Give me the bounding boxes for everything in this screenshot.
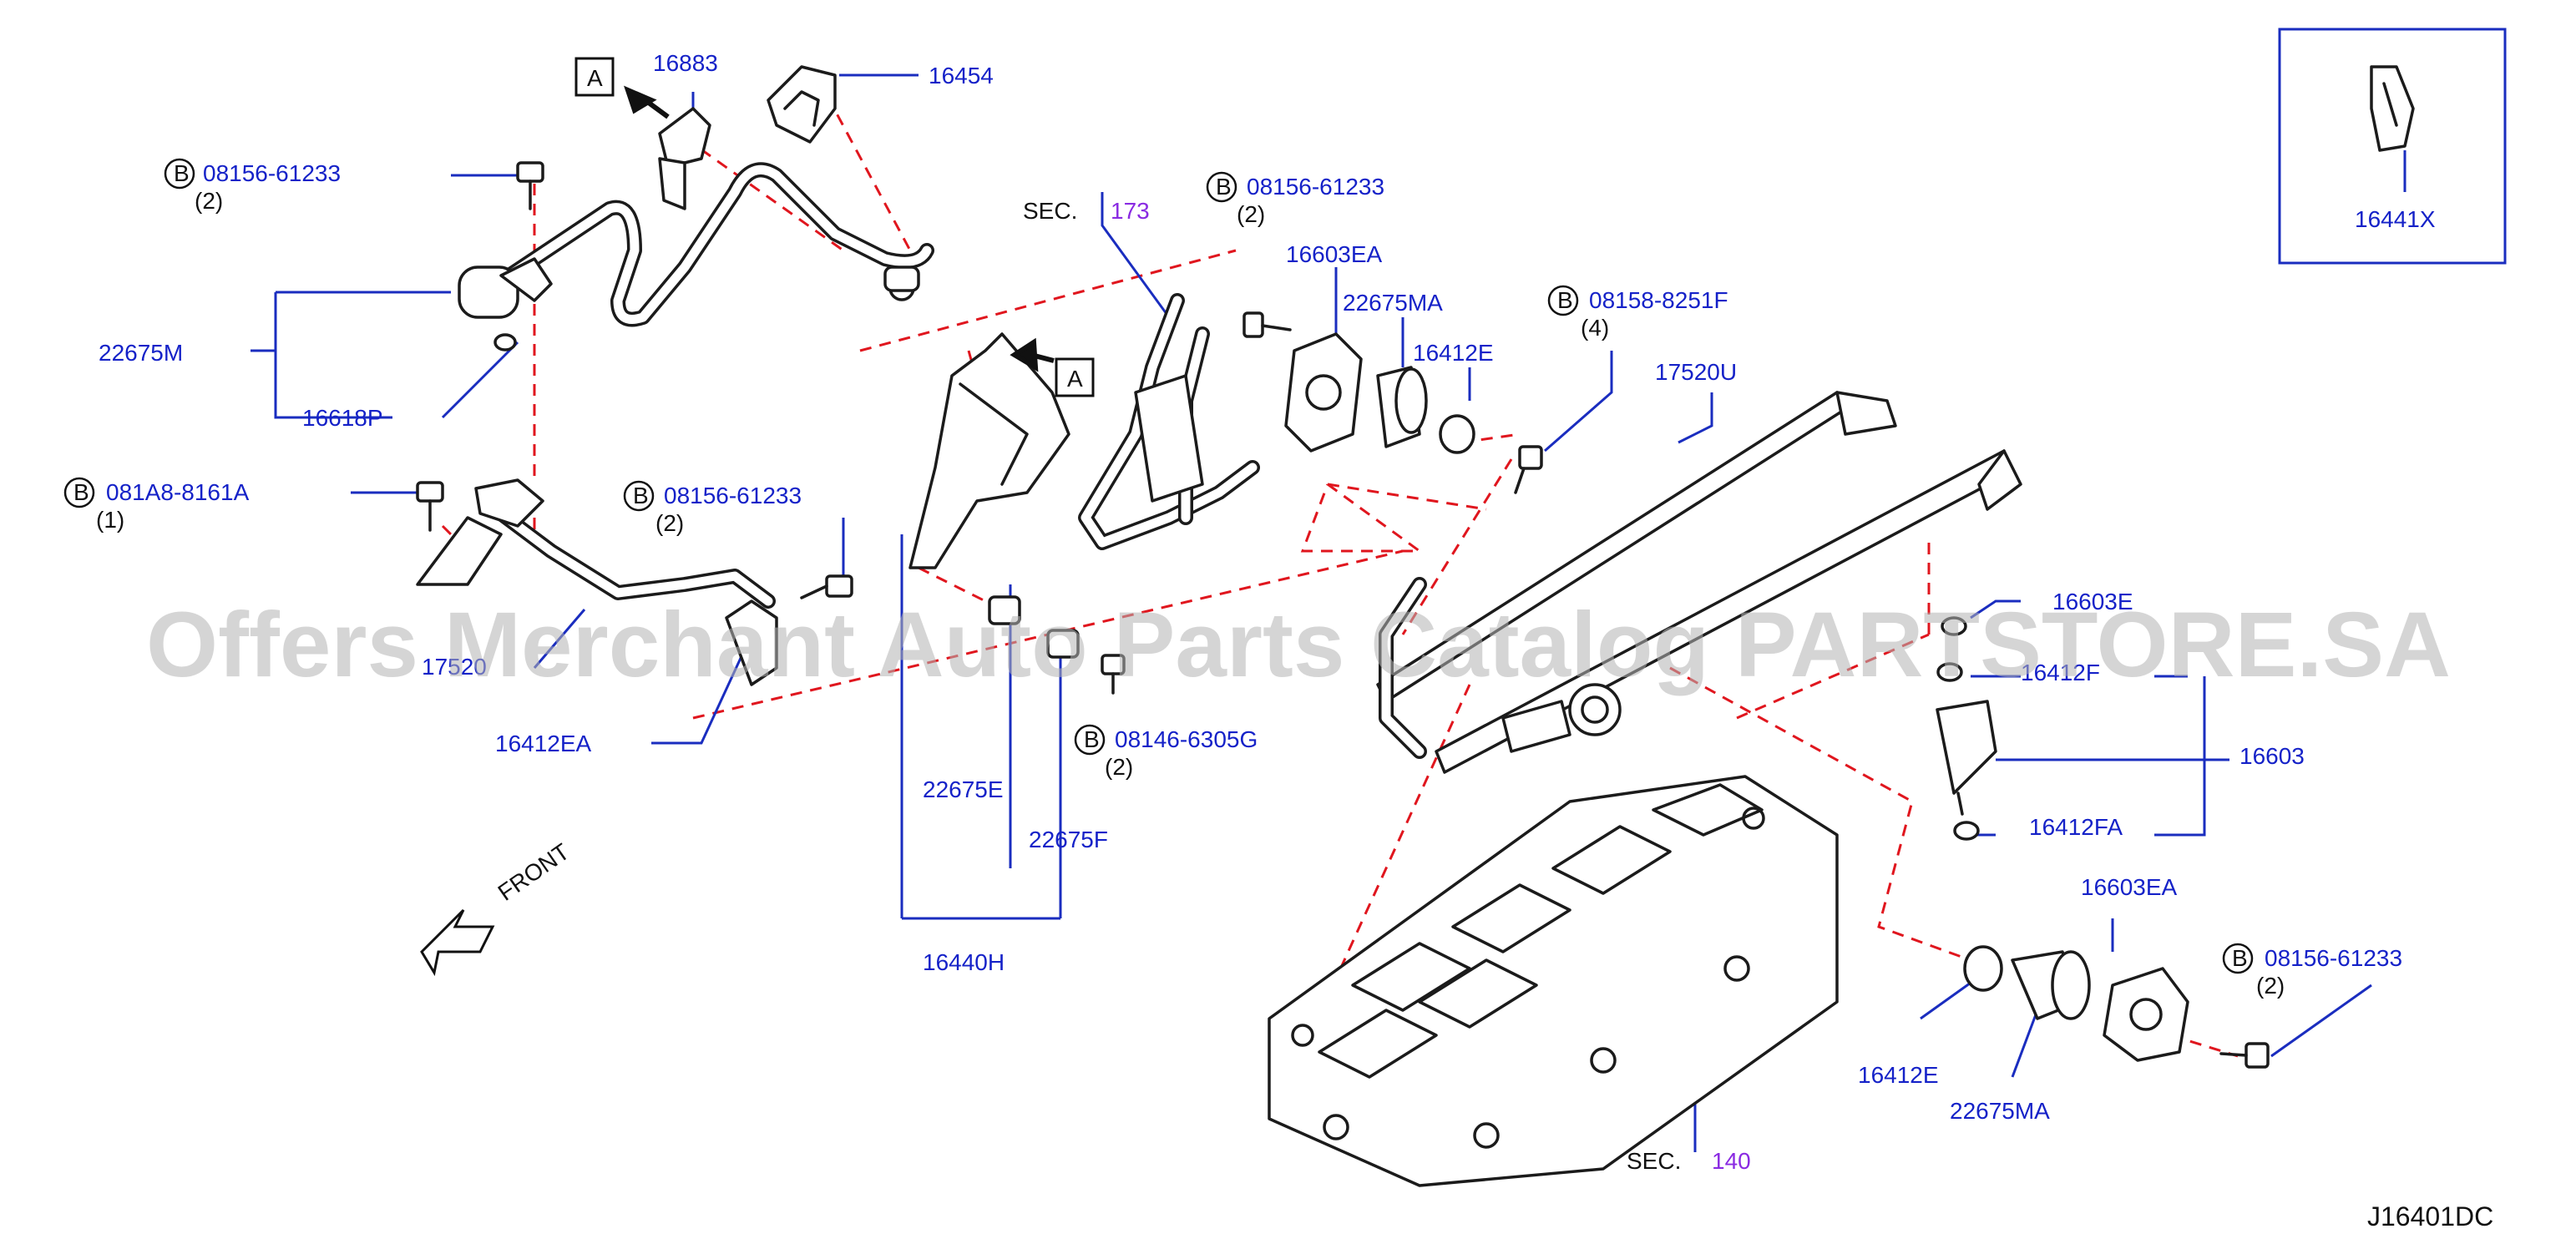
b3-marker: B xyxy=(633,483,649,508)
label-16412E-a[interactable]: 16412E xyxy=(1413,340,1494,366)
watermark: Offers Merchant Auto Parts Catalog PARTS… xyxy=(146,594,2451,696)
qty-a: (2) xyxy=(195,188,223,214)
label-16883[interactable]: 16883 xyxy=(653,50,718,76)
b2-marker: B xyxy=(73,479,89,505)
label-08158-8251F[interactable]: 08158-8251F xyxy=(1589,287,1728,313)
clip-16454 xyxy=(767,65,837,144)
front-arrow xyxy=(420,908,495,977)
label-16412FA[interactable]: 16412FA xyxy=(2029,814,2123,840)
inset-box xyxy=(2278,28,2507,265)
bolt-08158 xyxy=(1514,445,1543,494)
b6-marker: B xyxy=(1084,726,1100,752)
b1-marker: B xyxy=(174,160,190,186)
label-22675E[interactable]: 22675E xyxy=(923,776,1004,802)
fuel-damper-bracket xyxy=(908,332,1080,659)
view-arrows xyxy=(574,57,1095,397)
sec-prefix-173: SEC. xyxy=(1023,198,1077,224)
label-16603E[interactable]: 16603E xyxy=(2052,589,2133,614)
label-16440H[interactable]: 16440H xyxy=(923,949,1005,975)
qty-g: (2) xyxy=(2256,973,2285,999)
label-08156-61233-c[interactable]: 08156-61233 xyxy=(1247,174,1384,200)
qty-e: (4) xyxy=(1581,315,1609,341)
label-081A8-8161A[interactable]: 081A8-8161A xyxy=(106,479,250,505)
label-16441X[interactable]: 16441X xyxy=(2355,206,2436,232)
sec-ref-173[interactable]: 173 xyxy=(1111,198,1150,224)
label-08156-61233-d[interactable]: 08156-61233 xyxy=(2265,945,2402,971)
b4-marker: B xyxy=(1216,174,1232,200)
quick-connector-16883 xyxy=(658,107,711,210)
label-22675F[interactable]: 22675F xyxy=(1029,827,1108,852)
label-22675MA-b[interactable]: 22675MA xyxy=(1950,1098,2050,1124)
bolt-08156-lower-right xyxy=(2219,1042,2270,1069)
labels: A A 16883 16454 B 08156-61233 (2) 22675M… xyxy=(73,50,2493,1231)
bolt-081A8 xyxy=(416,481,444,532)
fuel-damper-22675MA-upper xyxy=(1284,332,1428,453)
label-16603EA-a[interactable]: 16603EA xyxy=(1286,241,1383,267)
fuel-rails xyxy=(1376,391,2022,774)
bolt-08156-top-center xyxy=(1242,311,1292,338)
front-label: FRONT xyxy=(493,838,574,906)
label-16454[interactable]: 16454 xyxy=(929,63,994,88)
label-22675M[interactable]: 22675M xyxy=(99,340,183,366)
label-08146-6305G[interactable]: 08146-6305G xyxy=(1115,726,1258,752)
label-17520[interactable]: 17520 xyxy=(422,654,487,680)
qty-c: (2) xyxy=(655,510,684,536)
b7-marker: B xyxy=(2232,945,2248,971)
fuel-tube-bundle xyxy=(1078,293,1260,550)
sec-prefix-140: SEC. xyxy=(1627,1148,1681,1174)
qty-b: (1) xyxy=(96,507,124,533)
label-16412E-b[interactable]: 16412E xyxy=(1858,1062,1939,1088)
intake-manifold xyxy=(1268,775,1839,1187)
qty-d: (2) xyxy=(1237,201,1265,227)
bolt-08156-center xyxy=(800,574,853,599)
label-08156-61233-b[interactable]: 08156-61233 xyxy=(664,483,802,508)
b5-marker: B xyxy=(1557,287,1573,313)
view-marker-a-1: A xyxy=(587,65,603,91)
return-tube-17520 xyxy=(416,478,778,686)
sec-ref-140[interactable]: 140 xyxy=(1712,1148,1751,1174)
label-16618P[interactable]: 16618P xyxy=(302,405,383,431)
fuel-feed-tube xyxy=(458,162,934,327)
bolts xyxy=(416,161,2270,1069)
label-22675MA-a[interactable]: 22675MA xyxy=(1343,290,1443,316)
bolt-08156-upper-left xyxy=(516,161,544,210)
label-17520U[interactable]: 17520U xyxy=(1655,359,1737,385)
fuel-damper-22675MA-lower xyxy=(2011,950,2189,1062)
o-rings xyxy=(493,333,2003,992)
bolt-08146 xyxy=(1101,654,1126,695)
view-marker-a-2: A xyxy=(1067,366,1083,392)
label-16603EA-b[interactable]: 16603EA xyxy=(2081,874,2178,900)
label-08156-61233-a[interactable]: 08156-61233 xyxy=(203,160,341,186)
label-16412F[interactable]: 16412F xyxy=(2021,660,2100,685)
fuel-injector-16603 xyxy=(1936,616,1997,816)
bolt-markers xyxy=(63,158,2254,974)
label-16412EA[interactable]: 16412EA xyxy=(495,731,592,756)
diagram-code: J16401DC xyxy=(2367,1201,2493,1231)
label-16603[interactable]: 16603 xyxy=(2239,743,2305,769)
qty-f: (2) xyxy=(1105,754,1133,780)
